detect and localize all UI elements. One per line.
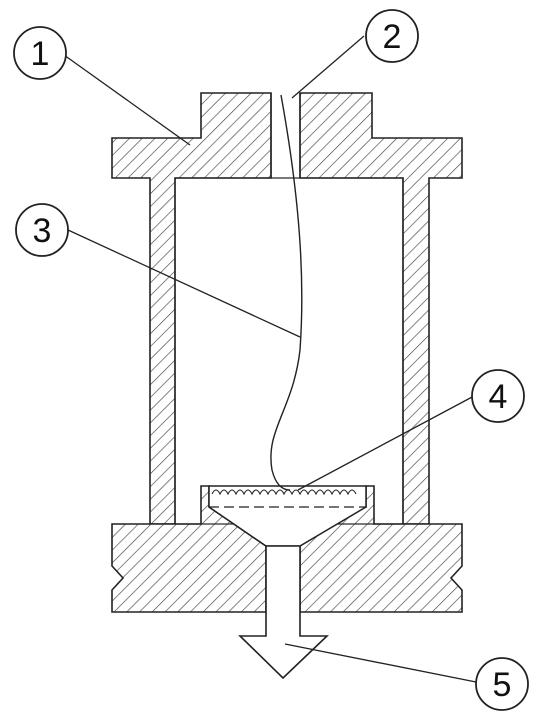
leader-3 <box>67 229 301 338</box>
particles <box>211 489 357 496</box>
leader-5 <box>284 643 477 683</box>
svg-text:3: 3 <box>33 212 52 250</box>
callout-1: 1 <box>13 26 67 80</box>
fiber-wire <box>270 94 303 491</box>
svg-text:2: 2 <box>383 18 402 56</box>
leader-1 <box>63 54 191 146</box>
svg-text:1: 1 <box>31 35 50 73</box>
callout-2: 2 <box>365 9 419 63</box>
callout-5: 5 <box>475 657 529 711</box>
svg-text:5: 5 <box>493 666 512 704</box>
outlet-arrow <box>238 545 329 680</box>
callout-3: 3 <box>15 203 69 257</box>
top-cap-right <box>299 92 463 525</box>
callout-4: 4 <box>471 369 525 423</box>
leader-4 <box>297 395 475 491</box>
inner-chamber <box>174 177 404 525</box>
leader-2 <box>291 35 365 99</box>
svg-text:4: 4 <box>489 378 508 416</box>
top-cap-left <box>111 92 272 525</box>
